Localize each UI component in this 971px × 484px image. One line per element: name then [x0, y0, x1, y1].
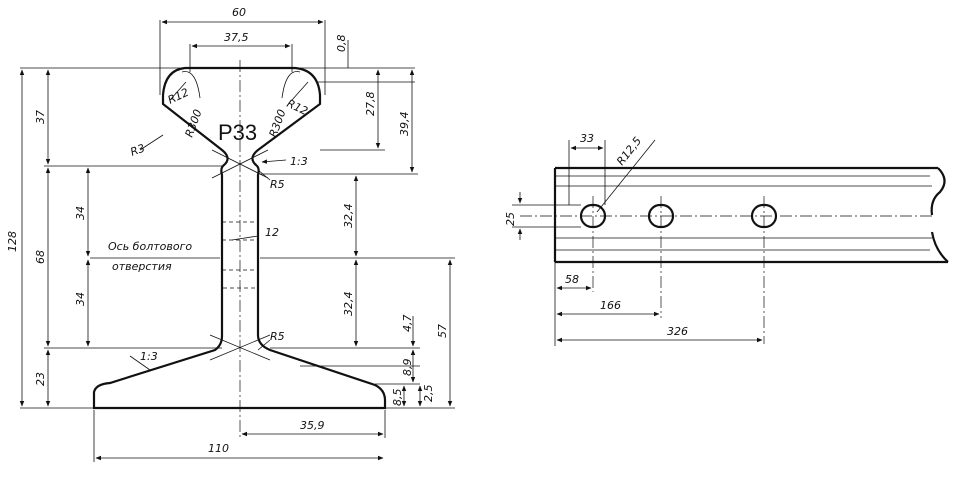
- dim-110: 110: [208, 442, 229, 455]
- r12-right-leader: [291, 81, 309, 101]
- dim-8-5: 8,5: [391, 389, 404, 407]
- bolt-axis-label-line1: Ось болтового: [108, 240, 192, 253]
- rail-cross-section: 60 37,5 0,8 Р33 R12 R12 R300 R300 R3 R5 …: [6, 6, 455, 462]
- hole-radius-leader: [596, 139, 656, 213]
- rail-designation: Р33: [218, 120, 257, 145]
- rail-break-top: [930, 167, 946, 216]
- label-r12-left: R12: [166, 86, 191, 107]
- dim-34-lower: 34: [74, 292, 87, 306]
- crown-left-line: [181, 71, 201, 99]
- dim-128: 128: [6, 231, 19, 252]
- dim-32-4-lower: 32,4: [342, 292, 355, 317]
- dim-8-9: 8,9: [401, 359, 414, 377]
- slope-bottom-leader: [129, 355, 151, 371]
- construction-line: [211, 149, 269, 179]
- r12-left-leader: [169, 81, 187, 101]
- dim-60: 60: [232, 6, 246, 19]
- dim-4-7: 4,7: [401, 315, 414, 333]
- dim-326: 326: [667, 325, 688, 338]
- dim-37: 37: [34, 110, 47, 124]
- label-slope-bottom: 1:3: [140, 350, 158, 363]
- dim-58: 58: [565, 273, 579, 286]
- construction-line: [209, 334, 271, 361]
- dim-37-5: 37,5: [224, 31, 249, 44]
- r5-top-leader: [257, 169, 271, 181]
- crown-right-line: [281, 71, 301, 99]
- dim-34-upper: 34: [74, 206, 87, 220]
- web-thickness-leader: [231, 235, 259, 241]
- label-slope-top: 1:3: [290, 155, 308, 168]
- dim-166: 166: [600, 299, 621, 312]
- label-r5-top: R5: [270, 178, 285, 191]
- rail-side-view: 33 R12,5 25 58 166 326: [504, 132, 949, 346]
- bolt-axis-label-line2: отверстия: [112, 260, 172, 273]
- r5-bottom-leader: [257, 339, 271, 351]
- dim-39-4: 39,4: [398, 112, 411, 137]
- dim-27-8: 27,8: [364, 92, 377, 117]
- r3-leader: [139, 134, 164, 151]
- dim-0-8: 0,8: [335, 35, 348, 53]
- dim-68: 68: [34, 250, 47, 264]
- rail-profile-outline: [92, 66, 387, 410]
- dim-2-5: 2,5: [422, 385, 435, 403]
- dim-35-9: 35,9: [300, 419, 325, 432]
- rail-break-bottom: [930, 231, 949, 263]
- label-r3: R3: [129, 142, 147, 159]
- dim-23: 23: [34, 372, 47, 386]
- label-r12-5: R12,5: [614, 135, 644, 168]
- dim-25: 25: [504, 212, 517, 226]
- label-r300-right: R300: [267, 108, 289, 139]
- label-web-thickness: 12: [265, 226, 279, 239]
- slope-top-leader: [261, 159, 287, 164]
- label-r5-bottom: R5: [270, 330, 285, 343]
- dim-32-4-upper: 32,4: [342, 204, 355, 229]
- dim-33: 33: [580, 132, 594, 145]
- dim-57: 57: [436, 324, 449, 338]
